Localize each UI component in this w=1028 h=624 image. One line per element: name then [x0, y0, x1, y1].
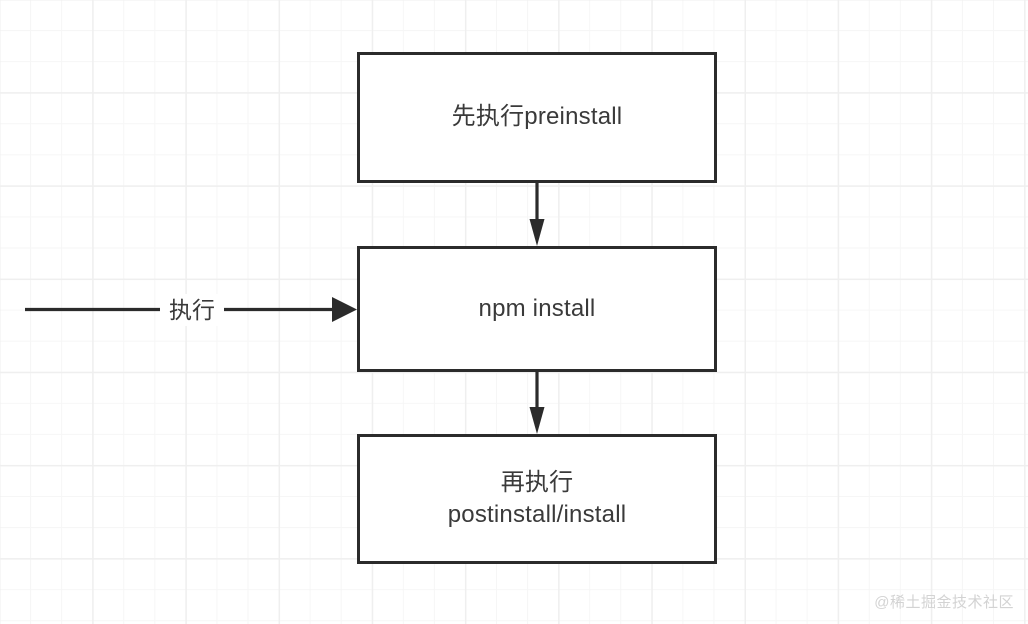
- edge-entry-arrowhead-icon: [332, 297, 357, 322]
- node-preinstall-label: 先执行preinstall: [451, 103, 623, 131]
- node-npm-install[interactable]: npm install: [357, 246, 717, 372]
- edge-preinstall-npm-arrowhead-icon: [529, 219, 545, 246]
- watermark: @稀土掘金技术社区: [874, 594, 1014, 611]
- edge-label-execute: 执行: [160, 294, 224, 326]
- node-preinstall[interactable]: 先执行preinstall: [357, 52, 717, 183]
- node-postinstall[interactable]: 再执行 postinstall/install: [357, 434, 717, 564]
- edge-npm-postinstall-arrowhead-icon: [529, 407, 545, 434]
- node-postinstall-label: 再执行 postinstall/install: [447, 468, 627, 528]
- node-npm-install-label: npm install: [478, 294, 596, 322]
